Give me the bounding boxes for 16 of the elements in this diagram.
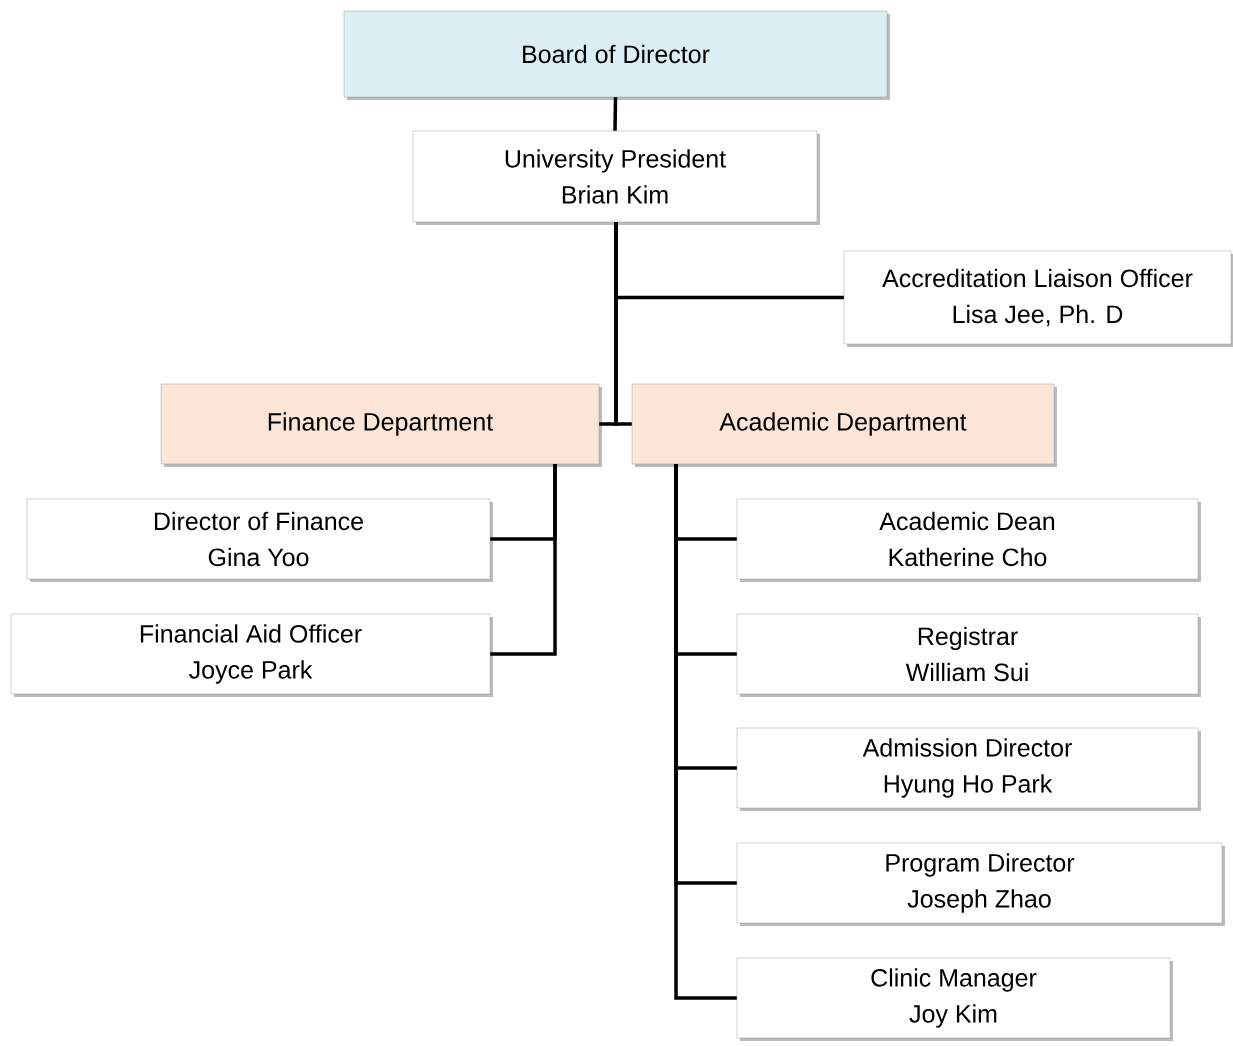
position-box: Program Director Joseph Zhao: [736, 842, 1225, 926]
connector-line: [490, 464, 557, 656]
connector-line: [674, 464, 737, 1000]
position-box: University President Brian Kim: [412, 130, 820, 225]
position-box: Director of Finance Gina Yoo: [26, 498, 493, 582]
position-box: Admission Director Hyung Ho Park: [736, 727, 1201, 811]
connector-line: [613, 97, 618, 131]
position-box: Financial Aid Officer Joyce Park: [10, 613, 493, 697]
department-box: Academic Department: [631, 383, 1057, 467]
board-box: Board of Director: [343, 10, 890, 100]
position-box: Accreditation Liaison Officer Lisa Jee, Ph. D: [843, 250, 1233, 347]
connector-line: [614, 222, 632, 426]
position-box: Academic Dean Katherine Cho: [736, 498, 1201, 582]
position-box: Registrar William Sui: [736, 613, 1201, 697]
department-box: Finance Department: [160, 383, 602, 467]
position-box: Clinic Manager Joy Kim: [736, 957, 1173, 1041]
